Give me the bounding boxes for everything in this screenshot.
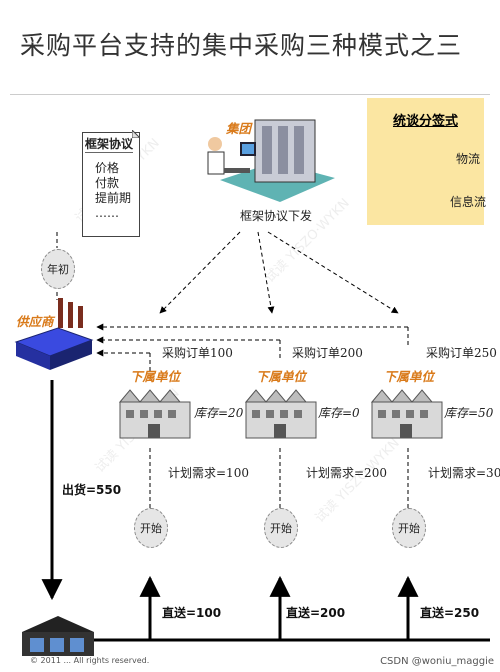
unit-3-direct: 直送=250 [420,606,480,620]
distribute-arrow-middle [257,231,275,314]
doc-line-price: 价格 [95,161,120,175]
unit-2-label: 下属单位 [256,369,307,384]
unit-2-stock: 库存=0 [318,406,360,420]
distribute-arrow-left [159,231,241,314]
unit-2-direct: 直送=200 [286,606,346,620]
title-divider [10,94,490,95]
framework-document: 框架协议 价格 付款 提前期 …… [82,132,140,237]
unit-1-demand: 计划需求=100 [168,466,249,480]
unit-3-factory-icon [370,389,443,439]
page-title: 采购平台支持的集中采购三种模式之三 [20,31,463,60]
group-hq-icon [207,119,335,202]
unit-2-demand: 计划需求=200 [306,466,387,480]
ship-label: 出货=550 [62,483,122,497]
supplier-label: 供应商 [16,314,54,329]
doc-line-ellipsis: …… [95,206,119,220]
unit-3-label: 下属单位 [384,369,435,384]
legend-solid-label: 物流 [456,152,481,166]
unit-1-start: 开始 [134,508,168,548]
unit-3-order: 采购订单250 [426,346,497,360]
distribute-arrow-right [267,231,399,314]
unit-1-direct: 直送=100 [162,606,222,620]
unit-1-label: 下属单位 [130,369,181,384]
doc-line-leadtime: 提前期 [95,191,132,205]
unit-3-stock: 库存=50 [444,406,494,420]
legend-title: 统谈分签式 [392,114,458,129]
distribute-label: 框架协议下发 [240,209,313,223]
doc-line-payment: 付款 [95,176,120,190]
csdn-credit: CSDN @woniu_maggie [380,656,494,667]
legend-dashed-label: 信息流 [450,195,487,209]
legend: 统谈分签式 [367,98,484,225]
copyright-text: © 2011 ... All rights reserved. [30,656,150,665]
unit-3-start: 开始 [392,508,426,548]
framework-doc-title: 框架协议 [85,137,134,153]
year-start-node: 年初 [41,249,75,289]
unit-1-factory-icon [118,389,191,439]
group-label: 集团 [226,121,252,136]
supplier-factory-icon [14,298,94,370]
unit-2-start: 开始 [264,508,298,548]
unit-1-order: 采购订单100 [162,346,233,360]
unit-1-stock: 库存=20 [194,406,244,420]
footer: © 2011 ... All rights reserved. CSDN @wo… [0,655,500,672]
unit-3-demand: 计划需求=30 [428,466,500,480]
doc-fold-icon [132,130,140,138]
unit-2-factory-icon [244,389,317,439]
unit-2-order: 采购订单200 [292,346,363,360]
warehouse-truck-icon [22,616,94,656]
